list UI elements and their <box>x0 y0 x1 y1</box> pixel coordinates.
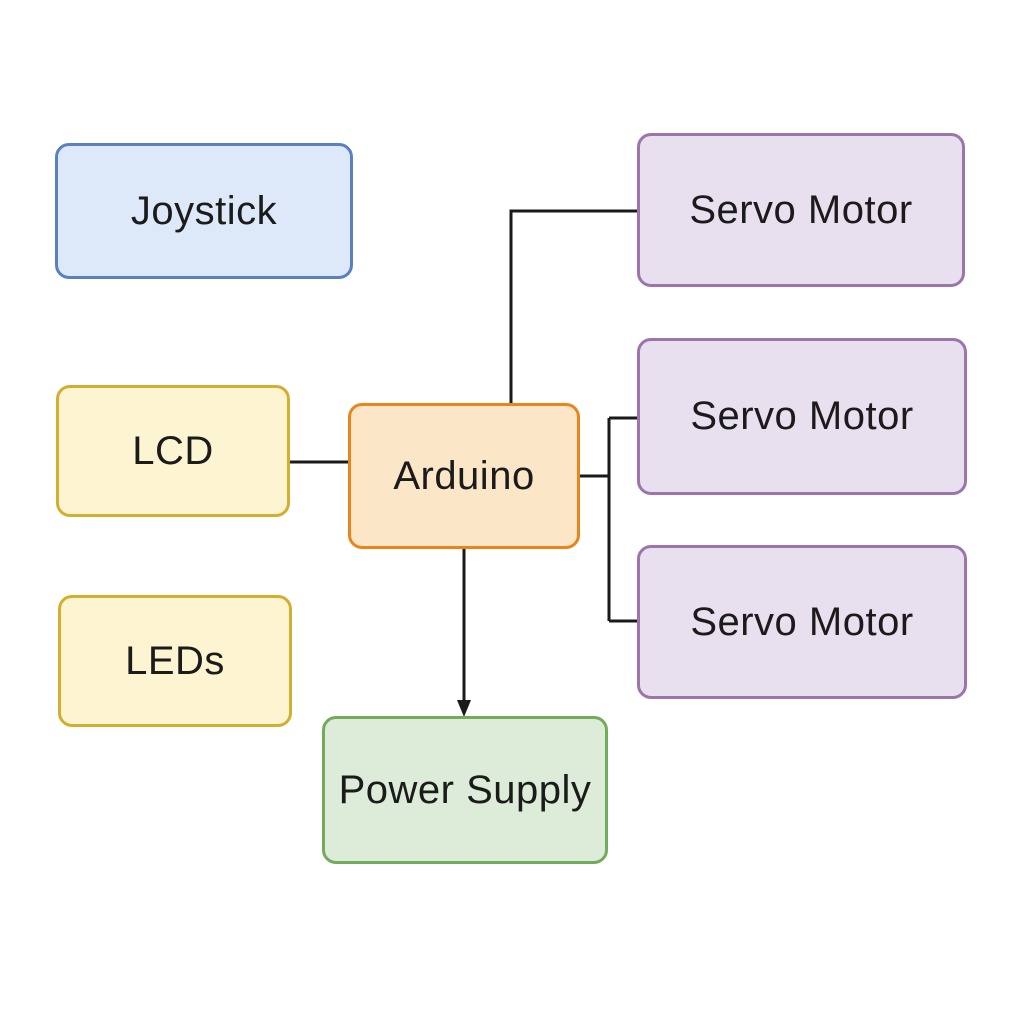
node-lcd-label: LCD <box>132 428 214 473</box>
node-servo-motor-1: Servo Motor <box>637 133 965 287</box>
node-servo-motor-3-label: Servo Motor <box>690 599 914 644</box>
node-leds: LEDs <box>58 595 292 727</box>
node-arduino-label: Arduino <box>393 453 535 498</box>
node-power-supply-label: Power Supply <box>338 767 592 812</box>
node-servo-motor-1-label: Servo Motor <box>689 187 913 232</box>
node-arduino: Arduino <box>348 403 580 549</box>
node-joystick-label: Joystick <box>130 188 278 233</box>
node-servo-motor-2-label: Servo Motor <box>690 394 914 438</box>
node-joystick: Joystick <box>55 143 353 279</box>
node-servo-motor-3: Servo Motor <box>637 545 967 699</box>
edge-arduino-servo1 <box>509 209 637 403</box>
node-lcd: LCD <box>56 385 290 517</box>
edge-arduino-power-arrowhead <box>457 700 471 717</box>
edge-arduino-servo2-servo3 <box>580 416 637 623</box>
node-power-supply: Power Supply <box>322 716 608 864</box>
node-servo-motor-2: Servo Motor <box>637 338 967 495</box>
node-leds-label: LEDs <box>125 638 225 683</box>
